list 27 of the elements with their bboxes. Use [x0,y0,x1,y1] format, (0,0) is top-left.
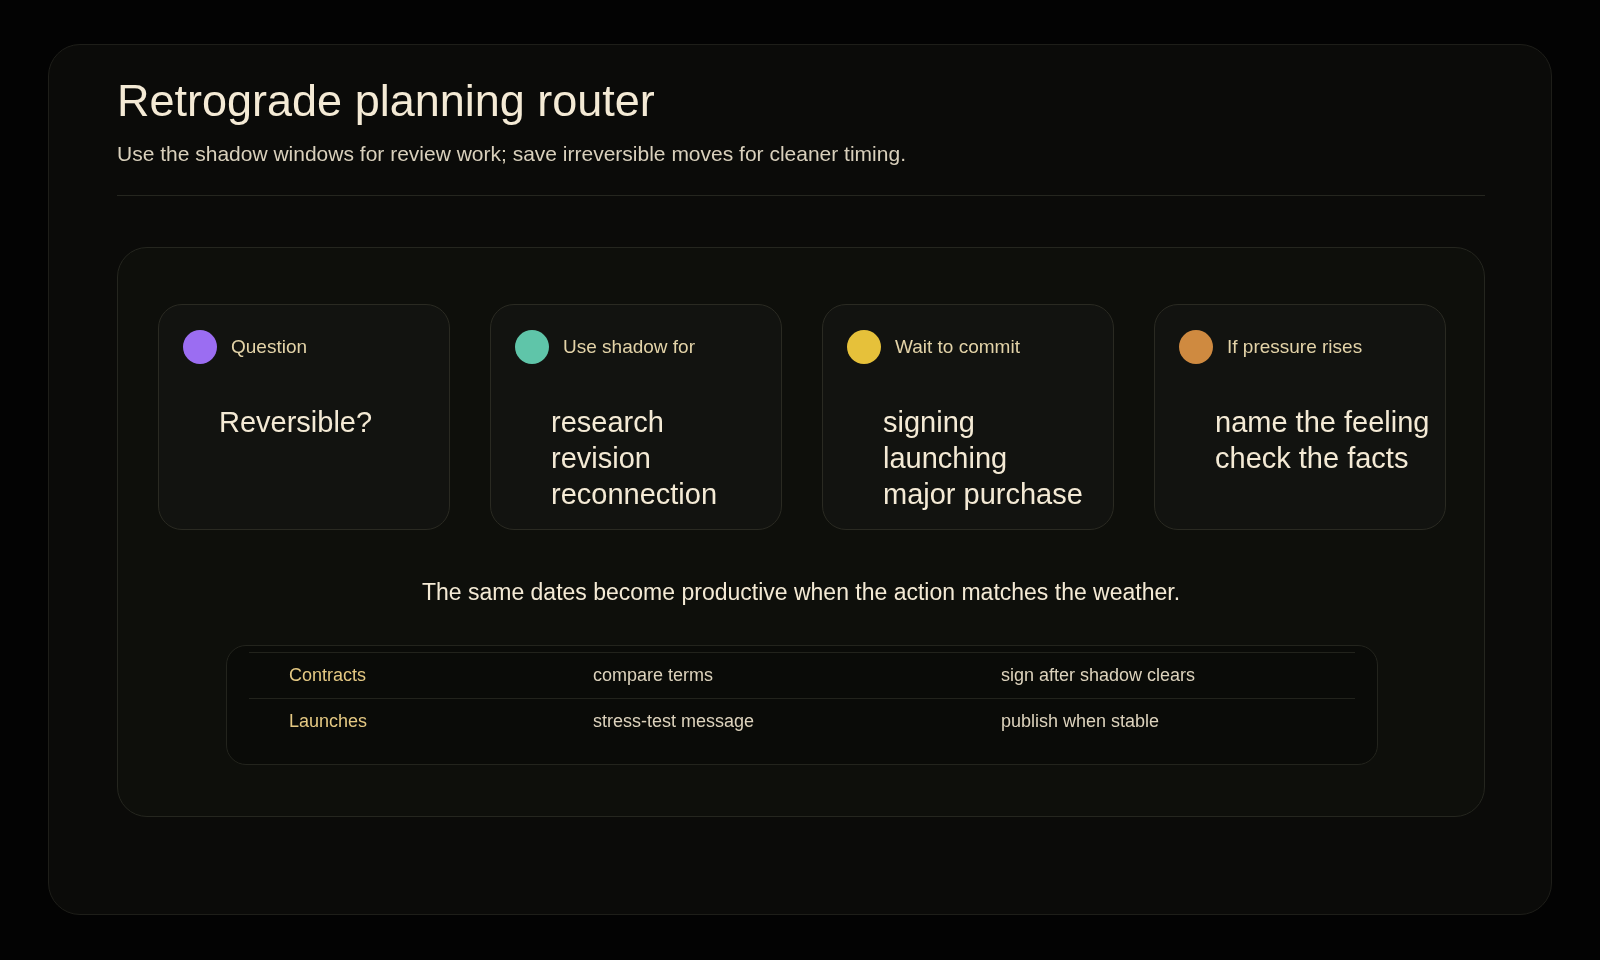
card-heading: If pressure rises [1227,335,1363,359]
summary-text: The same dates become productive when the action matches the weather. [421,578,1181,606]
card-heading: Use shadow for [563,335,695,359]
title: Retrograde planning router [117,75,655,127]
card-text: name the feeling [1215,405,1430,440]
card-text: launching [883,441,1008,476]
table-text: stress-test message [593,710,755,732]
card-text: check the facts [1215,441,1409,476]
card [1154,304,1446,530]
table-text: compare terms [593,664,714,686]
row-heading: Contracts [289,664,367,686]
card [490,304,782,530]
table-text: publish when stable [1001,710,1160,732]
table-text: sign after shadow clears [1001,664,1196,686]
subtitle: Use the shadow windows for review work; save irreversible moves for cleaner timing. [117,141,906,167]
card-heading: Question [231,335,308,359]
card-text: revision [551,441,651,476]
card-text: signing [883,405,975,440]
panel [117,247,1485,817]
card-text: Reversible? [219,405,373,440]
row-heading: Launches [289,710,368,732]
card-text: research [551,405,664,440]
card-text: reconnection [551,477,718,512]
card-heading: Wait to commit [895,335,1020,359]
card [158,304,450,530]
card [822,304,1114,530]
card-text: major purchase [883,477,1083,512]
